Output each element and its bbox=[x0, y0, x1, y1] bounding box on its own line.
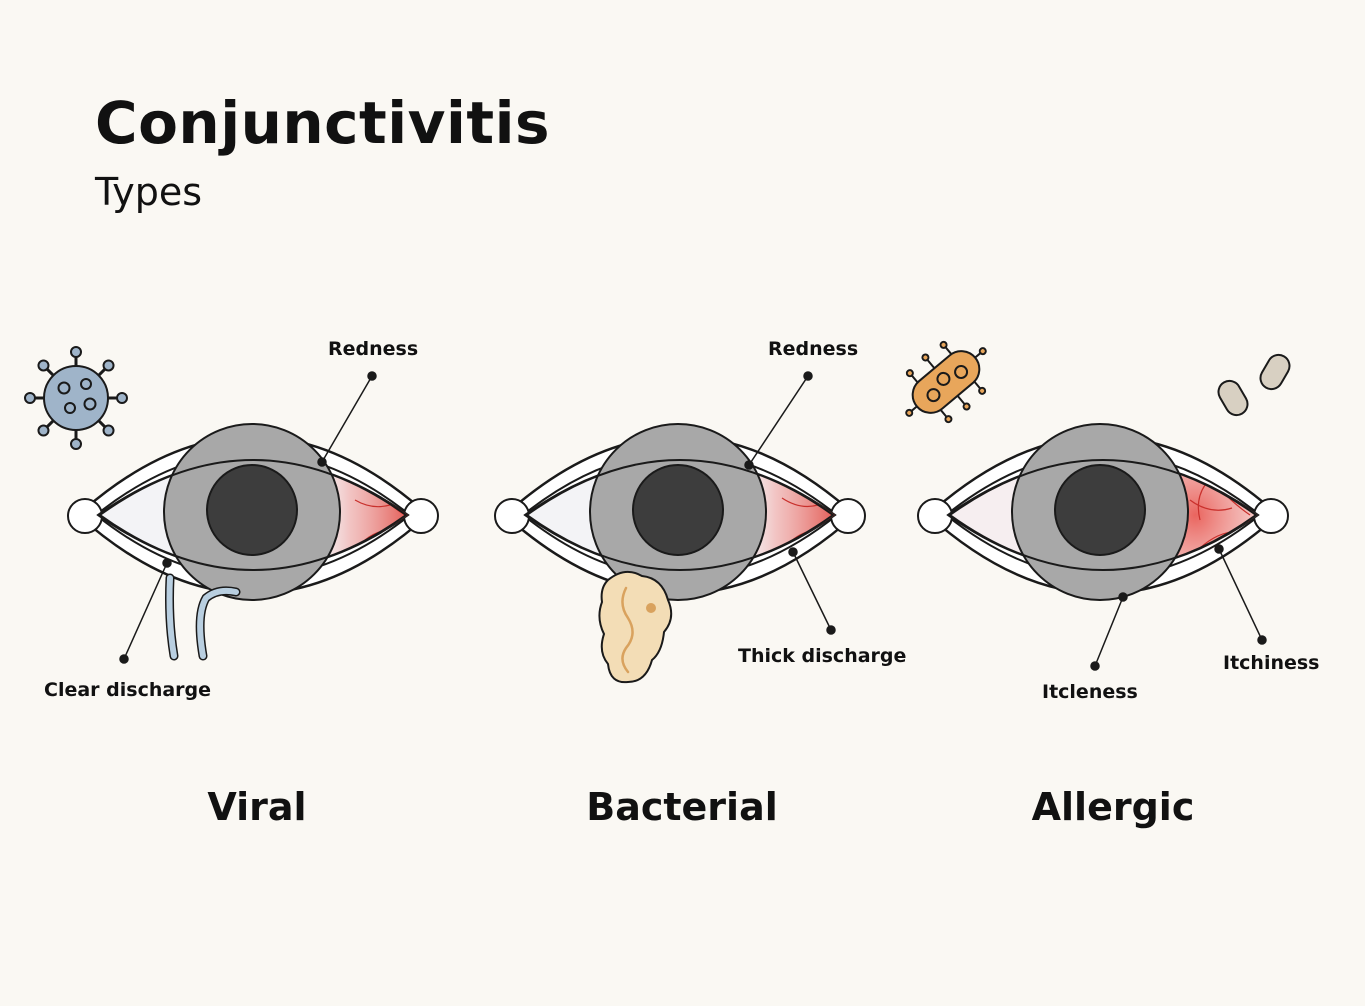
bacterial-thick-discharge-label: Thick discharge bbox=[738, 645, 906, 667]
viral-eye bbox=[67, 423, 439, 601]
viral-clear-discharge-label: Clear discharge bbox=[44, 679, 211, 701]
viral-type-label: Viral bbox=[207, 785, 306, 829]
discharge-blob-icon bbox=[598, 570, 673, 684]
bacterial-eye bbox=[494, 423, 866, 601]
allergic-callouts bbox=[1090, 544, 1267, 671]
allergic-type-label: Allergic bbox=[1032, 785, 1195, 829]
pollen-icon bbox=[1217, 353, 1291, 417]
bacterial-callouts bbox=[744, 371, 836, 635]
clear-discharge-icon bbox=[165, 573, 241, 661]
viral-redness-label: Redness bbox=[328, 338, 418, 360]
allergic-itcleness-label: Itcleness bbox=[1042, 681, 1138, 703]
bacterial-type-label: Bacterial bbox=[586, 785, 778, 829]
bacterial-redness-label: Redness bbox=[768, 338, 858, 360]
virus-icon bbox=[23, 346, 129, 451]
viral-callouts bbox=[119, 371, 377, 664]
allergic-eye bbox=[917, 423, 1289, 601]
page-title: Conjunctivitis bbox=[95, 89, 550, 157]
page-subtitle: Types bbox=[95, 170, 203, 214]
bacteria-icon bbox=[905, 340, 987, 424]
allergic-itchiness-label: Itchiness bbox=[1223, 652, 1319, 674]
